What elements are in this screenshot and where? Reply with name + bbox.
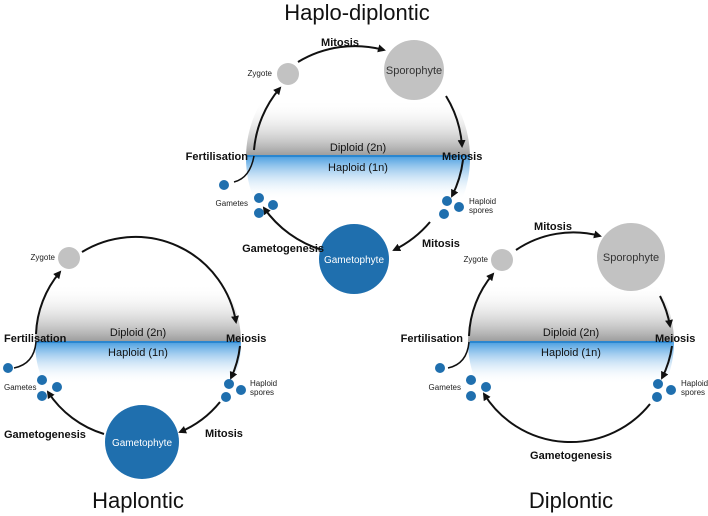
diploid-band — [246, 100, 470, 156]
haplontic-title: Haplontic — [92, 488, 184, 513]
arc-to-meiosis — [81, 235, 239, 324]
fertilisation-label: Fertilisation — [186, 151, 249, 163]
sporophyte-circle — [384, 40, 444, 100]
spores-dots — [652, 379, 676, 402]
gametogenesis-label: Gametogenesis — [242, 243, 324, 255]
spores-label-line2: spores — [681, 388, 705, 397]
zygote-label: Zygote — [464, 255, 489, 264]
meiosis-label: Meiosis — [226, 333, 266, 345]
diploid-band — [35, 284, 241, 342]
arc-zygote — [468, 272, 495, 337]
spores-label-line1: Haploid — [681, 379, 708, 388]
gametophyte-label: Gametophyte — [324, 255, 384, 266]
gametes-dots — [219, 180, 278, 218]
gametogenesis-label: Gametogenesis — [4, 429, 86, 441]
zygote-circle — [491, 249, 513, 271]
diploid-band — [468, 284, 674, 342]
gametes-label: Gametes — [216, 199, 248, 208]
haploid-band — [246, 156, 470, 200]
fertilisation-hook — [447, 341, 470, 369]
mitosis-bottom-label: Mitosis — [422, 238, 460, 250]
mitosis-bottom-label: Mitosis — [205, 428, 243, 440]
haploid-label: Haploid (1n) — [328, 162, 388, 174]
fertilisation-label: Fertilisation — [4, 333, 67, 345]
zygote-label: Zygote — [248, 69, 273, 78]
diploid-label: Diploid (2n) — [110, 327, 166, 339]
haplo-diplontic-title: Haplo-diplontic — [284, 0, 430, 25]
sporophyte-label: Sporophyte — [386, 65, 442, 77]
gametogenesis-label: Gametogenesis — [530, 450, 612, 462]
gametes-label: Gametes — [429, 383, 461, 392]
gametes-dots — [435, 363, 491, 401]
haplontic-cycle: Diploid (2n) Haploid (1n) Zygote Fertili… — [3, 235, 277, 513]
fertilisation-hook — [233, 155, 255, 183]
meiosis-label: Meiosis — [655, 333, 695, 345]
diplontic-title: Diplontic — [529, 488, 613, 513]
haplo-diplontic-cycle: Haplo-diplontic Diploid (2n) Haploid (1n… — [186, 0, 496, 294]
diplontic-cycle: Diploid (2n) Haploid (1n) Zygote Sporoph… — [401, 221, 708, 513]
arc-gametogenesis — [46, 390, 105, 435]
arc-meiosis-spores — [229, 345, 241, 380]
arc-mitosis-bottom — [178, 401, 221, 434]
spores-label-line1: Haploid — [250, 379, 277, 388]
fertilisation-label: Fertilisation — [401, 333, 464, 345]
arc-zygote — [35, 270, 62, 335]
spores-label-line1: Haploid — [469, 197, 496, 206]
gametophyte-circle — [319, 224, 389, 294]
gametes-label: Gametes — [4, 383, 36, 392]
fertilisation-hook — [13, 341, 37, 369]
arc-gametogenesis — [262, 206, 323, 251]
spores-label-line2: spores — [469, 206, 493, 215]
sporophyte-circle — [597, 223, 665, 291]
arc-gametogenesis — [482, 392, 651, 444]
meiosis-label: Meiosis — [442, 151, 482, 163]
gametes-dots — [3, 363, 62, 401]
gametophyte-circle — [105, 405, 179, 479]
spores-dots — [439, 196, 464, 219]
arc-mitosis-bottom — [392, 221, 431, 251]
ploidy-bands — [468, 284, 674, 384]
arc-mitosis-top — [297, 44, 386, 63]
gametophyte-label: Gametophyte — [112, 438, 172, 449]
ploidy-bands — [246, 100, 470, 200]
zygote-circle — [277, 63, 299, 85]
haploid-band — [35, 342, 241, 384]
haploid-label: Haploid (1n) — [541, 347, 601, 359]
spores-dots — [221, 379, 246, 402]
sporophyte-label: Sporophyte — [603, 252, 659, 264]
arc-mitosis-top — [515, 230, 602, 251]
arc-zygote — [253, 86, 282, 151]
zygote-label: Zygote — [31, 253, 56, 262]
arc-to-meiosis — [445, 95, 466, 148]
arc-meiosis-spores — [661, 345, 673, 380]
spores-label-line2: spores — [250, 388, 274, 397]
diploid-label: Diploid (2n) — [330, 142, 386, 154]
haploid-label: Haploid (1n) — [108, 347, 168, 359]
haploid-band — [468, 342, 674, 384]
zygote-circle — [58, 247, 80, 269]
diploid-label: Diploid (2n) — [543, 327, 599, 339]
ploidy-bands — [35, 284, 241, 384]
mitosis-top-label: Mitosis — [534, 221, 572, 233]
arc-to-meiosis — [659, 295, 673, 328]
arc-meiosis-spores — [451, 159, 464, 198]
mitosis-top-label: Mitosis — [321, 37, 359, 49]
